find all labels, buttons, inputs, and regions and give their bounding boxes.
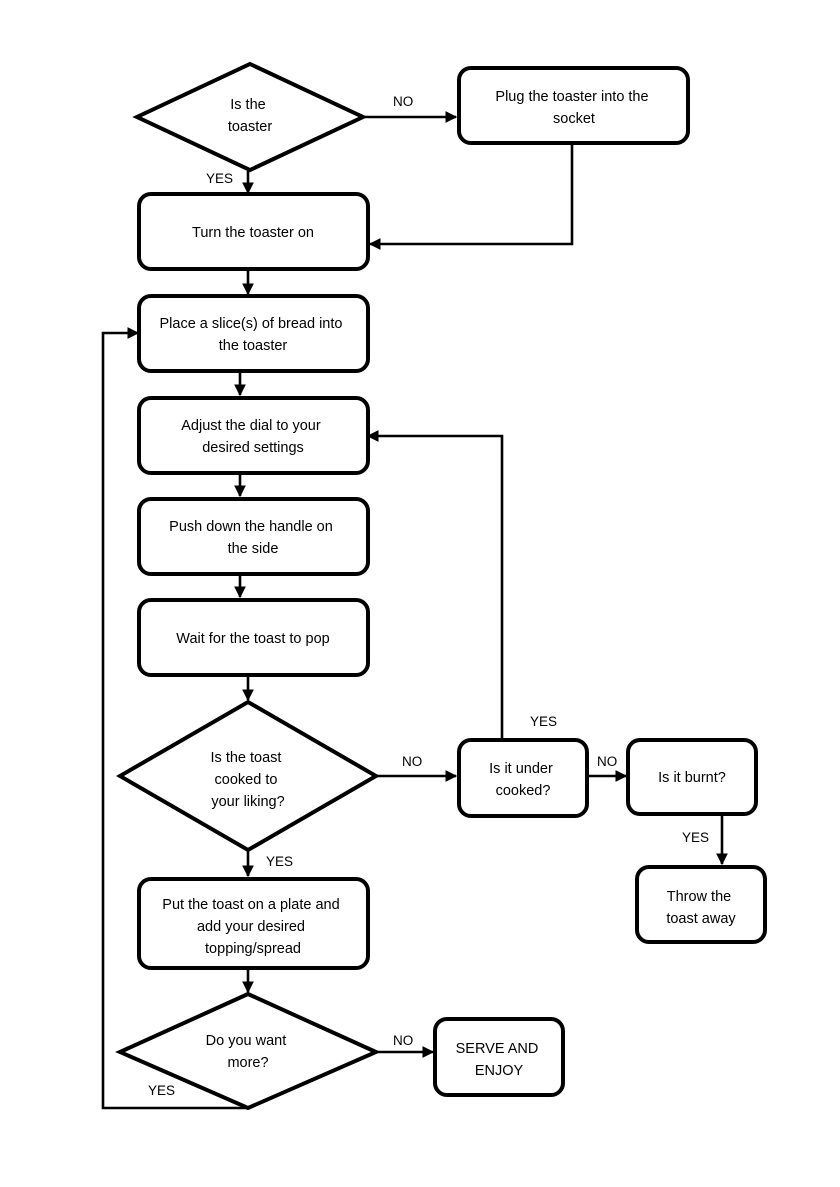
text-throw-l1: Throw the (667, 889, 731, 905)
process-plug-in (457, 66, 690, 145)
text-throw-l2: toast away (666, 911, 736, 927)
text-plug-in-l2: socket (553, 111, 595, 127)
text-adjust-dial-l2: desired settings (202, 440, 304, 456)
process-place-bread (137, 294, 370, 373)
node-labels: Is the toaster Plug the toaster into the… (160, 89, 737, 1079)
text-wait-pop-l1: Wait for the toast to pop (176, 631, 329, 647)
label-cooked-no: NO (402, 754, 422, 769)
process-push-handle (137, 497, 370, 576)
text-under-l2: cooked? (496, 783, 551, 799)
text-cooked: Is the toast cooked to your liking? (211, 750, 286, 810)
text-under-l1: Is it under (489, 761, 553, 777)
text-plate-l2: add your desired (197, 919, 305, 935)
text-more-l1: Do you want (206, 1033, 287, 1049)
label-cooked-yes: YES (266, 854, 293, 869)
text-cooked-l2: cooked to (215, 772, 278, 788)
decision-cooked (116, 699, 380, 853)
text-turn-on-l1: Turn the toaster on (192, 225, 314, 241)
text-throw-away: Throw the toast away (666, 889, 736, 927)
text-plug-in: Plug the toaster into the socket (495, 89, 652, 127)
label-more-no: NO (393, 1033, 413, 1048)
decision-more (115, 991, 381, 1111)
text-adjust-dial: Adjust the dial to your desired settings (181, 418, 324, 456)
shapes (115, 61, 767, 1111)
text-toaster-l1: Is the (230, 97, 265, 113)
label-under-yes: YES (530, 714, 557, 729)
text-plug-in-l1: Plug the toaster into the (495, 89, 648, 105)
process-adjust-dial (137, 396, 370, 475)
text-serve: SERVE AND ENJOY (456, 1041, 543, 1079)
process-wait-pop (137, 598, 370, 677)
text-turn-on: Turn the toaster on (192, 225, 314, 241)
connectors (101, 111, 728, 1110)
label-more-yes: YES (148, 1083, 175, 1098)
text-place-bread-l1: Place a slice(s) of bread into (160, 316, 343, 332)
connector-under-yes (366, 430, 504, 740)
edge-labels: NO YES NO YES NO YES YES NO YES (148, 94, 709, 1098)
text-cooked-l3: your liking? (211, 794, 284, 810)
text-under-cooked: Is it under cooked? (489, 761, 557, 799)
text-plate-l3: topping/spread (205, 941, 301, 957)
connector-more-yes-loop (101, 327, 248, 1110)
label-under-no: NO (597, 754, 617, 769)
text-serve-l2: ENJOY (475, 1063, 524, 1079)
decision-burnt (626, 738, 758, 816)
text-more-l2: more? (227, 1055, 268, 1071)
text-push-handle-l2: the side (228, 541, 279, 557)
text-more: Do you want more? (206, 1033, 291, 1071)
decision-under-cooked (457, 738, 589, 818)
text-place-bread-l2: the toaster (219, 338, 288, 354)
text-toaster: Is the toaster (228, 97, 272, 135)
text-toaster-l2: toaster (228, 119, 272, 135)
process-put-plate (137, 877, 370, 970)
text-push-handle-l1: Push down the handle on (169, 519, 333, 535)
text-push-handle: Push down the handle on the side (169, 519, 337, 557)
connector-plug-to-turnon (368, 144, 574, 250)
text-cooked-l1: Is the toast (211, 750, 282, 766)
text-place-bread: Place a slice(s) of bread into the toast… (160, 316, 347, 354)
terminal-serve (433, 1017, 565, 1097)
label-toaster-no: NO (393, 94, 413, 109)
label-burnt-yes: YES (682, 830, 709, 845)
decision-toaster (132, 61, 368, 173)
text-serve-l1: SERVE AND (456, 1041, 539, 1057)
text-burnt-l1: Is it burnt? (658, 770, 726, 786)
text-wait-pop: Wait for the toast to pop (176, 631, 329, 647)
label-toaster-yes: YES (206, 171, 233, 186)
text-adjust-dial-l1: Adjust the dial to your (181, 418, 321, 434)
text-plate-l1: Put the toast on a plate and (162, 897, 339, 913)
process-throw-away (635, 865, 767, 944)
process-turn-on (137, 192, 370, 271)
text-put-plate: Put the toast on a plate and add your de… (162, 897, 343, 957)
text-burnt: Is it burnt? (658, 770, 726, 786)
